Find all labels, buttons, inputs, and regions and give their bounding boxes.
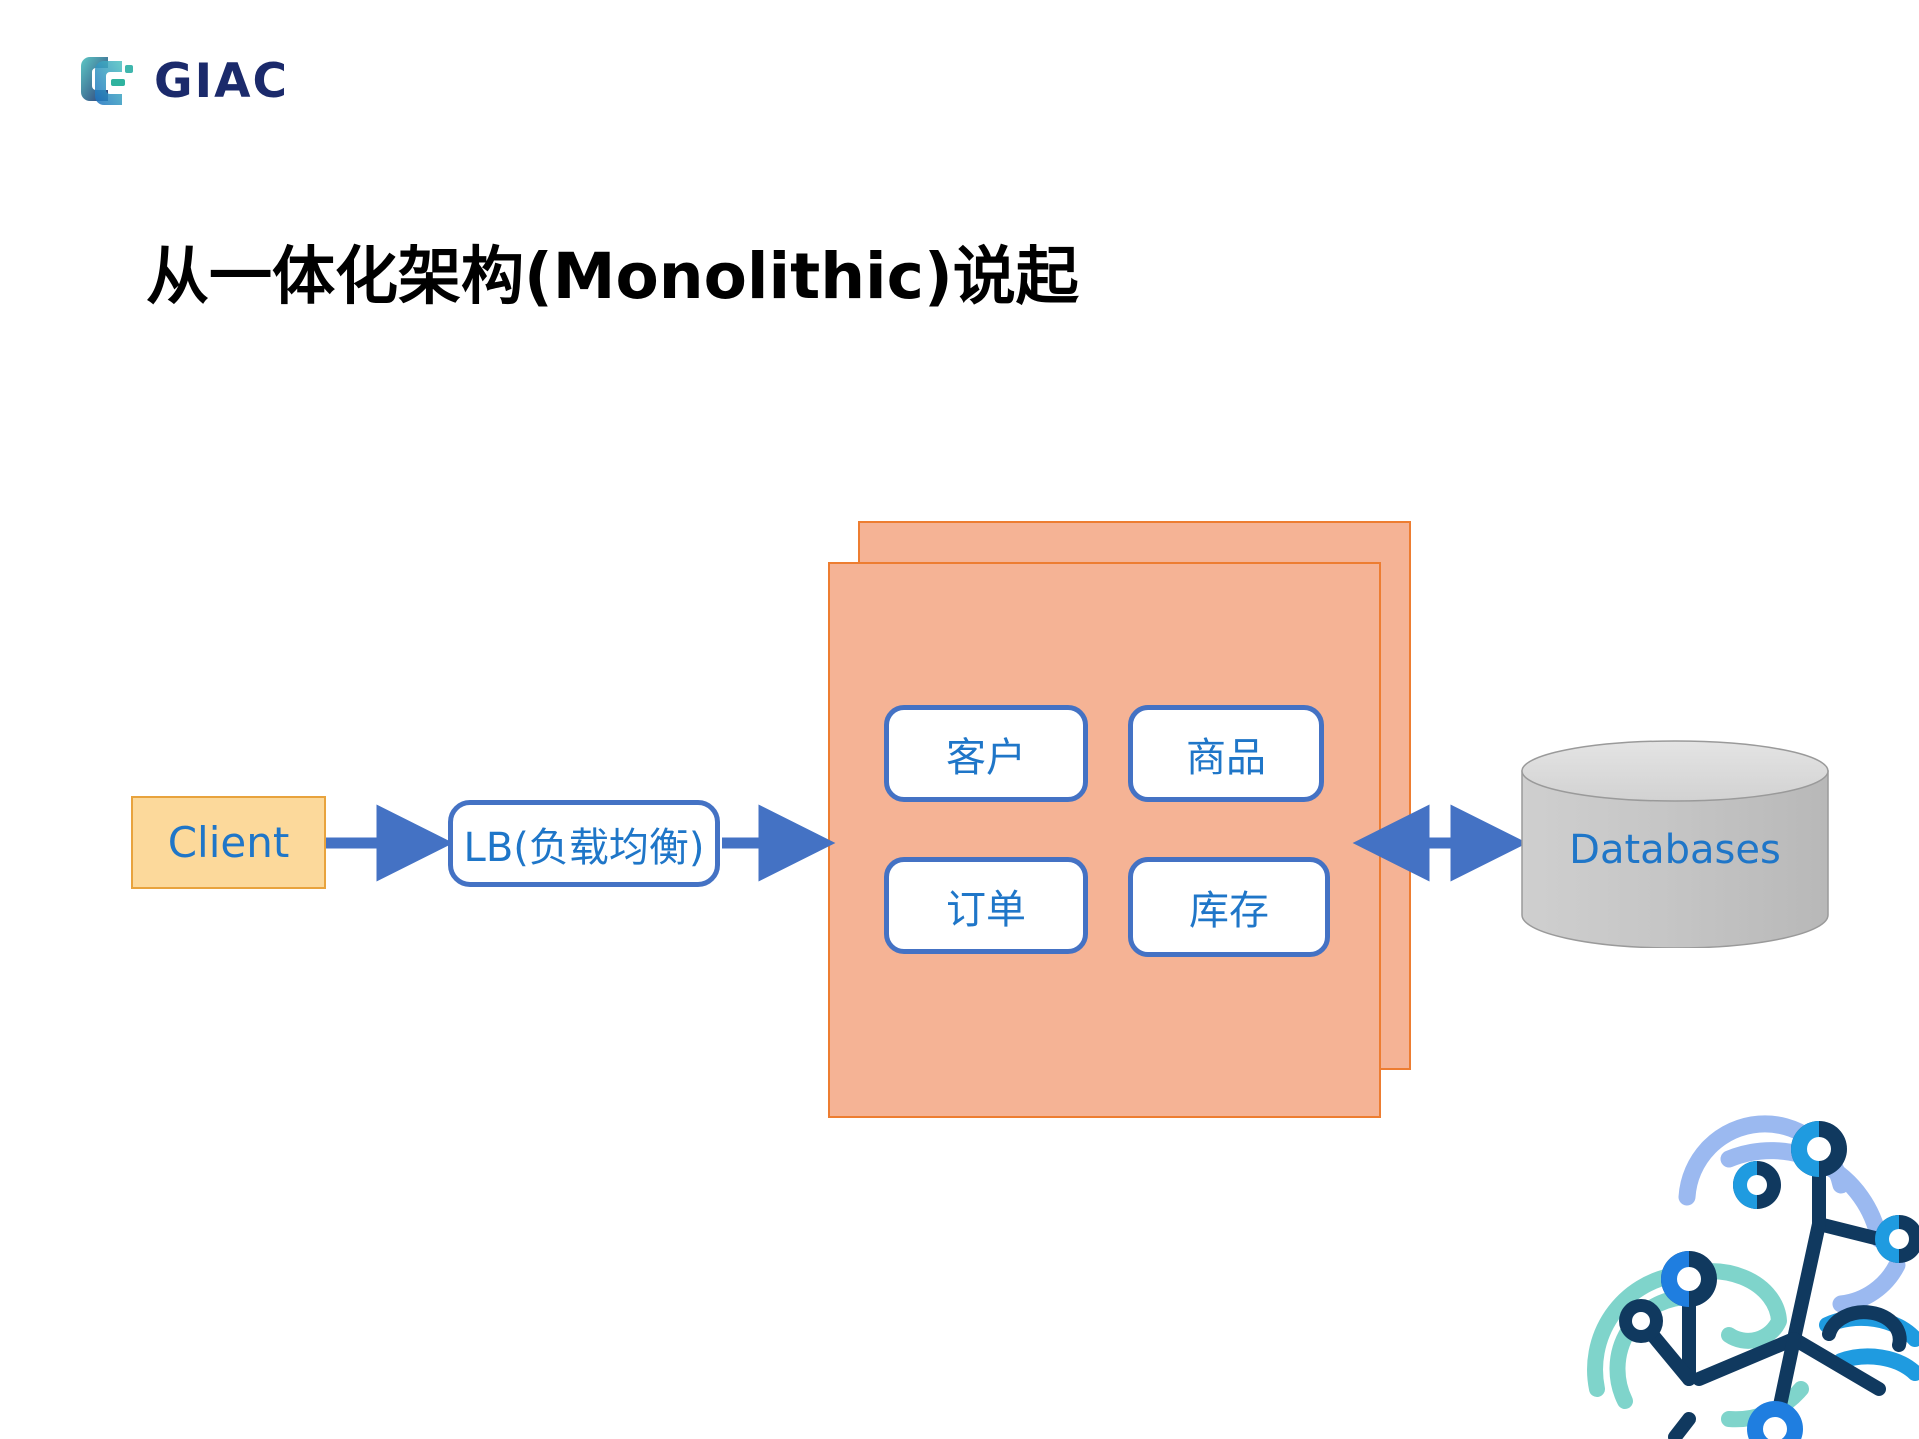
module-label: 库存 xyxy=(1189,888,1269,934)
module-box-order[interactable]: 订单 xyxy=(884,857,1088,954)
module-label: 订单 xyxy=(946,886,1026,933)
module-box-product[interactable]: 商品 xyxy=(1128,705,1324,802)
module-box-inventory[interactable]: 库存 xyxy=(1128,857,1330,957)
client-node[interactable]: Client xyxy=(131,796,326,889)
module-label: 客户 xyxy=(946,734,1026,781)
database-cylinder-icon xyxy=(1521,740,1829,949)
giac-logo-icon xyxy=(81,57,133,105)
network-nodes-decoration-icon xyxy=(1587,1115,1919,1439)
load-balancer-node[interactable]: LB(负载均衡) xyxy=(448,800,720,887)
brand-logo: GIAC xyxy=(78,52,289,110)
module-box-customer[interactable]: 客户 xyxy=(884,705,1088,802)
monolith-panel-front xyxy=(828,562,1381,1118)
database-label: Databases xyxy=(1569,827,1781,873)
logo-wordmark: GIAC xyxy=(154,53,289,109)
client-label: Client xyxy=(167,818,290,867)
page-title: 从一体化架构(Monolithic)说起 xyxy=(146,240,1079,313)
load-balancer-label: LB(负载均衡) xyxy=(463,824,705,871)
module-label: 商品 xyxy=(1186,734,1266,781)
database-node[interactable]: Databases xyxy=(1518,738,1832,949)
